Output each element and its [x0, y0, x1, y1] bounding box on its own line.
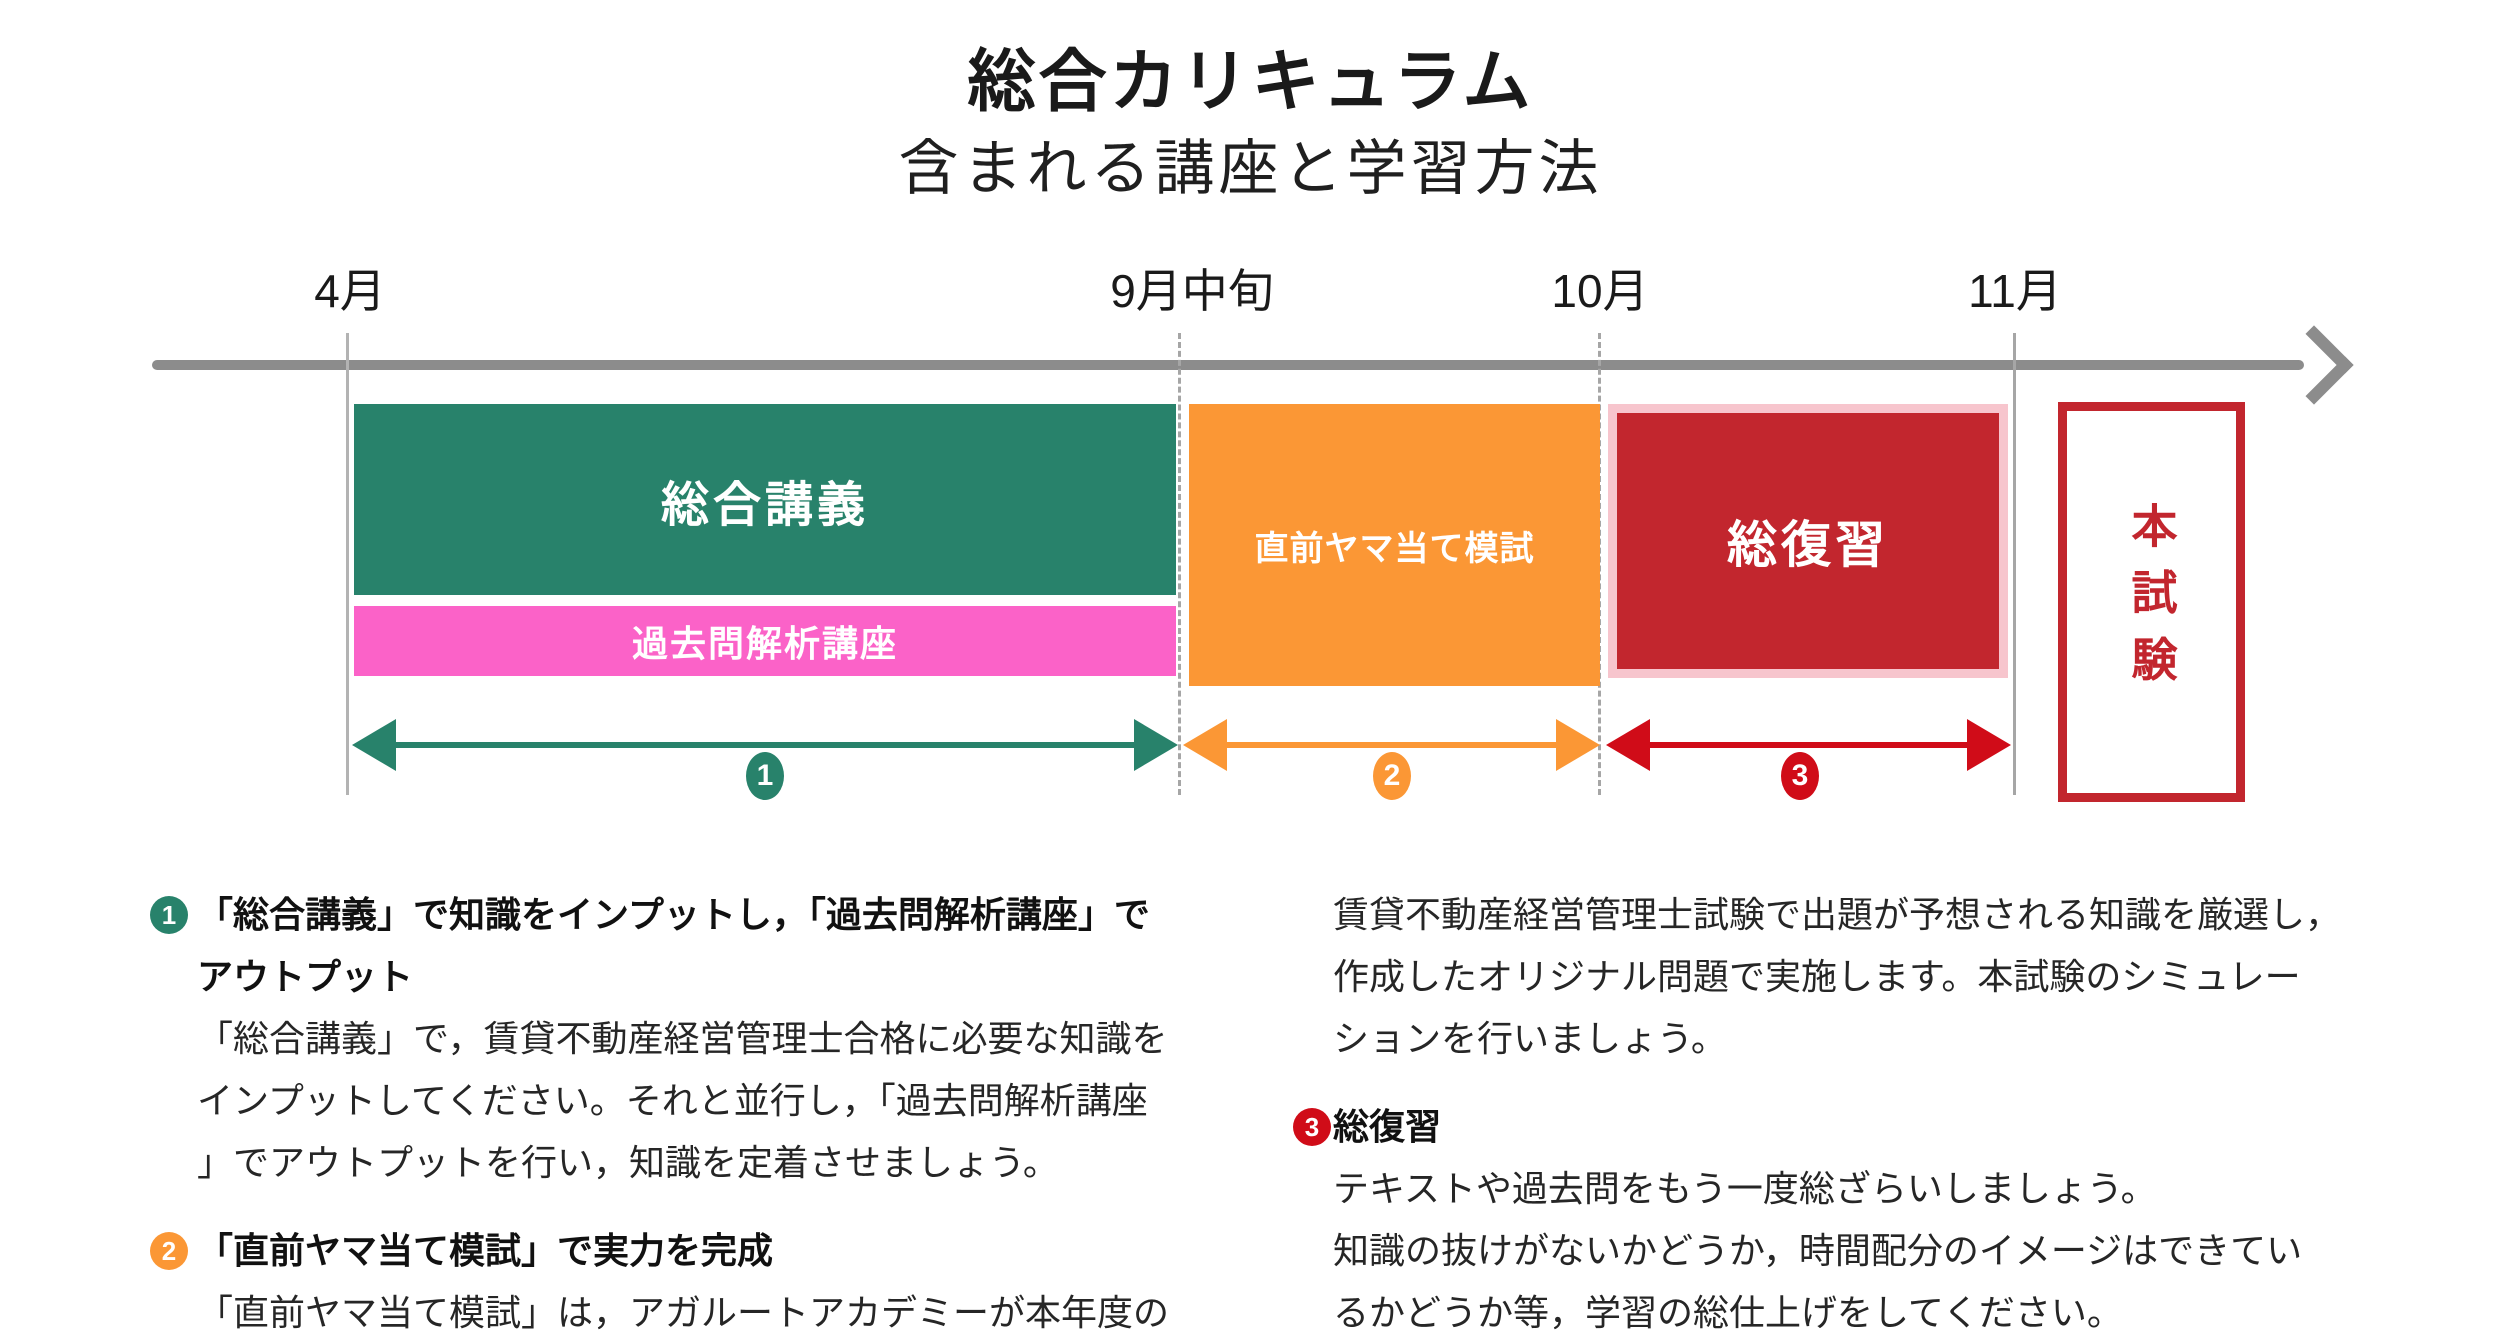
notes-right-column: 賃貸不動産経営管理士試験で出題が予想される知識を厳選し， 作成したオリジナル問題… — [1293, 884, 2388, 1334]
body-line: るかどうか等，学習の総仕上げをしてください。 — [1333, 1292, 2123, 1333]
month-label-mid-sep: 9月中旬 — [1110, 265, 1274, 317]
arrowhead-right-icon — [1556, 719, 1600, 771]
month-label-november: 11月 — [1968, 265, 2062, 317]
note-item-2-header: 2 「直前ヤマ当て模試」で実力を完成 — [150, 1220, 1225, 1282]
note-item-3-header: 3 総復習 — [1293, 1096, 2388, 1158]
phase-arrow-2 — [1183, 717, 1600, 773]
body-line: ションを行いましょう。 — [1333, 1018, 1727, 1059]
phase-badge-1: 1 — [746, 752, 784, 800]
body-line: テキストや過去問をもう一度総ざらいしましょう。 — [1333, 1168, 2157, 1209]
note-item-2-body: 「直前ヤマ当て模試」は，アガルートアカデミーが本年度の — [197, 1282, 1225, 1334]
course-box-kakomon-kaiseki: 過去問解析講座 — [354, 606, 1176, 676]
note-badge-2: 2 — [150, 1232, 188, 1270]
phase-badge-2: 2 — [1373, 752, 1411, 800]
arrow-shaft — [1221, 742, 1562, 748]
month-gridline-april — [346, 333, 349, 795]
body-line: 知識の抜けがないかどうか，時間配分のイメージはできてい — [1333, 1230, 2303, 1271]
note-item-2: 2 「直前ヤマ当て模試」で実力を完成 「直前ヤマ当て模試」は，アガルートアカデミ… — [150, 1220, 1225, 1334]
arrow-shaft — [390, 742, 1140, 748]
body-line: インプットしてください。それと並行し，「過去問解析講座 — [197, 1080, 1148, 1121]
body-line: 「直前ヤマ当て模試」は，アガルートアカデミーが本年度の — [197, 1292, 1170, 1333]
month-label-april: 4月 — [314, 265, 386, 317]
month-gridline-november — [2013, 333, 2016, 795]
course-box-kakomon-kaiseki-label: 過去問解析講座 — [631, 623, 898, 664]
arrowhead-right-icon — [1967, 719, 2011, 771]
course-box-chokuzen-moshi: 直前ヤマ当て模試 — [1189, 404, 1600, 686]
timeline-arrowhead-icon — [2274, 325, 2354, 405]
body-line: 「総合講義」で，賃貸不動産経営管理士合格に必要な知識を — [197, 1018, 1168, 1059]
note-item-1-header-text: 「総合講義」で知識をインプットし，「過去問解析講座」で アウトプット — [197, 884, 1150, 1008]
page-subtitle: 含まれる講座と学習方法 — [898, 135, 1603, 202]
arrowhead-left-icon — [1606, 719, 1650, 771]
note-item-1-header: 1 「総合講義」で知識をインプットし，「過去問解析講座」で アウトプット — [150, 884, 1225, 1008]
body-line: 賃貸不動産経営管理士試験で出題が予想される知識を厳選し， — [1333, 894, 2342, 935]
course-box-sofukushu-label: 総復習 — [1727, 517, 1889, 573]
header-line: アウトプット — [197, 956, 414, 997]
arrow-shaft — [1644, 742, 1973, 748]
month-label-october: 10月 — [1551, 265, 1649, 317]
course-box-sogo-kogi: 総合講義 — [354, 404, 1176, 595]
note-item-2-body-continued: 賃貸不動産経営管理士試験で出題が予想される知識を厳選し， 作成したオリジナル問題… — [1333, 884, 2388, 1070]
arrowhead-left-icon — [352, 719, 396, 771]
header-line: 「総合講義」で知識をインプットし，「過去問解析講座」で — [197, 894, 1150, 935]
notes-left-column: 1 「総合講義」で知識をインプットし，「過去問解析講座」で アウトプット 「総合… — [150, 884, 1225, 1334]
note-item-1: 1 「総合講義」で知識をインプットし，「過去問解析講座」で アウトプット 「総合… — [150, 884, 1225, 1194]
page-title: 総合カリキュラム — [967, 44, 1534, 120]
phase-arrow-3 — [1606, 717, 2011, 773]
note-item-1-body: 「総合講義」で，賃貸不動産経営管理士合格に必要な知識を インプットしてください。… — [197, 1008, 1225, 1194]
arrowhead-left-icon — [1183, 719, 1227, 771]
exam-box: 本試験 — [2058, 402, 2245, 802]
course-box-sofukushu-inner: 総復習 — [1617, 413, 1999, 669]
note-badge-3: 3 — [1293, 1108, 1331, 1146]
month-gridline-mid-sep — [1178, 333, 1181, 795]
note-item-3-header-text: 総復習 — [1333, 1106, 1442, 1147]
body-line: 」でアウトプットを行い，知識を定着させましょう。 — [197, 1142, 1059, 1183]
header-line: 「直前ヤマ当て模試」で実力を完成 — [197, 1230, 774, 1271]
phase-badge-3: 3 — [1781, 752, 1819, 800]
timeline-axis — [152, 360, 2304, 370]
course-box-sofukushu: 総復習 — [1608, 404, 2008, 678]
body-line: 作成したオリジナル問題で実施します。本試験のシミュレー — [1333, 956, 2301, 997]
exam-box-label: 本試験 — [2125, 501, 2178, 703]
note-badge-1: 1 — [150, 896, 188, 934]
note-item-2-header-text: 「直前ヤマ当て模試」で実力を完成 — [197, 1220, 773, 1282]
course-box-chokuzen-moshi-label: 直前ヤマ当て模試 — [1254, 529, 1535, 568]
note-item-3-body: テキストや過去問をもう一度総ざらいしましょう。 知識の抜けがないかどうか，時間配… — [1333, 1158, 2388, 1334]
note-item-3: 3 総復習 テキストや過去問をもう一度総ざらいしましょう。 知識の抜けがないかど… — [1293, 1096, 2388, 1334]
arrowhead-right-icon — [1134, 719, 1178, 771]
phase-arrow-1 — [352, 717, 1178, 773]
course-box-sogo-kogi-label: 総合講義 — [660, 478, 869, 532]
